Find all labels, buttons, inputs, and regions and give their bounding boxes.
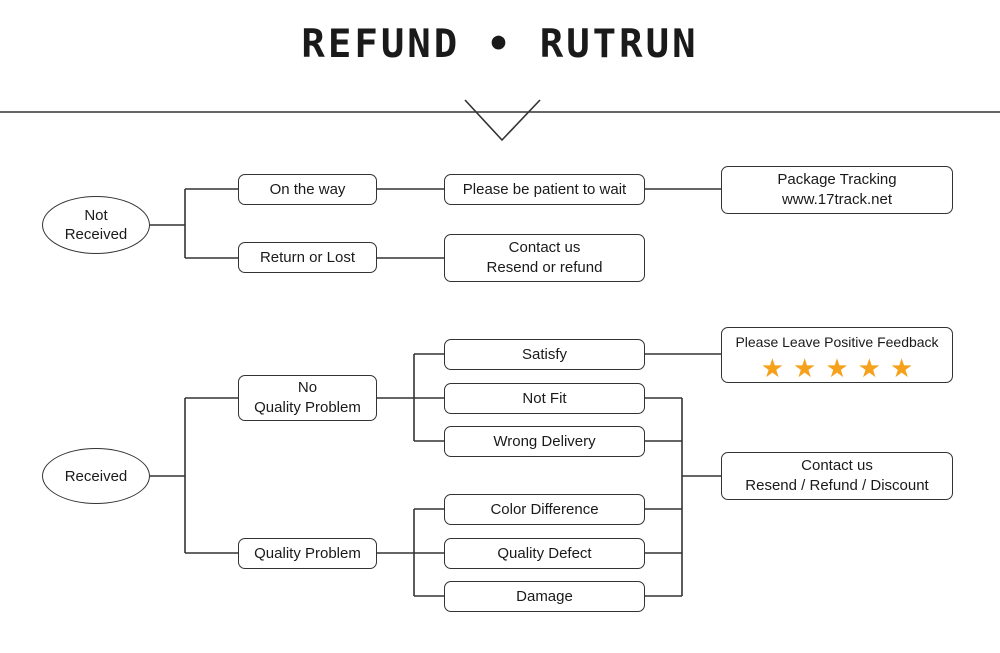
node-label: Please be patient to wait [462, 180, 627, 198]
node-label: Quality Defect [497, 544, 592, 562]
star-icon: ★ [825, 353, 849, 383]
node-not-received: Not Received [42, 196, 150, 254]
node-label-line2: www.17track.net [781, 191, 893, 208]
node-label-line1: Contact us [508, 239, 581, 256]
node-label: On the way [269, 180, 346, 198]
feedback-label: Please Leave Positive Feedback [735, 334, 939, 350]
node-satisfy: Satisfy [444, 339, 645, 370]
node-on-the-way: On the way [238, 174, 377, 205]
star-icon: ★ [760, 353, 785, 383]
node-label: Not Fit [522, 389, 567, 407]
node-label-line1: Package Tracking [777, 171, 897, 188]
node-please-be-patient: Please be patient to wait [444, 174, 645, 205]
node-quality-problem: Quality Problem [238, 538, 377, 569]
node-positive-feedback: Please Leave Positive Feedback ★ ★ ★ ★ ★ [721, 327, 953, 383]
node-return-or-lost: Return or Lost [238, 242, 377, 273]
node-label: Satisfy [521, 345, 567, 363]
node-color-difference: Color Difference [444, 494, 645, 525]
node-label-line2: Resend or refund [486, 259, 603, 276]
star-icon: ★ [889, 353, 914, 383]
node-label: Return or Lost [259, 248, 356, 266]
star-icon: ★ [793, 353, 817, 383]
node-label-line1: No [297, 379, 318, 396]
page-title: REFUND • RUTRUN [301, 22, 699, 67]
node-label-line2: Resend / Refund / Discount [745, 477, 929, 494]
node-label: Color Difference [490, 500, 599, 518]
node-label: Damage [516, 587, 573, 605]
star-icon: ★ [857, 353, 881, 383]
node-label-line1: Not [84, 207, 108, 224]
node-label-line2: Quality Problem [254, 399, 361, 416]
node-label-line2: Received [64, 226, 128, 243]
node-label-line1: Received [64, 467, 128, 485]
node-received: Received [42, 448, 150, 504]
node-quality-defect: Quality Defect [444, 538, 645, 569]
star-rating: ★ ★ ★ ★ ★ [761, 355, 914, 381]
node-label: Wrong Delivery [493, 432, 596, 450]
node-damage: Damage [444, 581, 645, 612]
node-no-quality-problem: No Quality Problem [238, 375, 377, 421]
node-contact-us-resend-refund-discount: Contact us Resend / Refund / Discount [721, 452, 953, 500]
node-label-line1: Contact us [801, 457, 873, 474]
node-label-line1: Quality Problem [254, 544, 361, 562]
node-contact-us-resend-refund: Contact us Resend or refund [444, 234, 645, 282]
node-package-tracking: Package Tracking www.17track.net [721, 166, 953, 214]
node-not-fit: Not Fit [444, 383, 645, 414]
node-wrong-delivery: Wrong Delivery [444, 426, 645, 457]
